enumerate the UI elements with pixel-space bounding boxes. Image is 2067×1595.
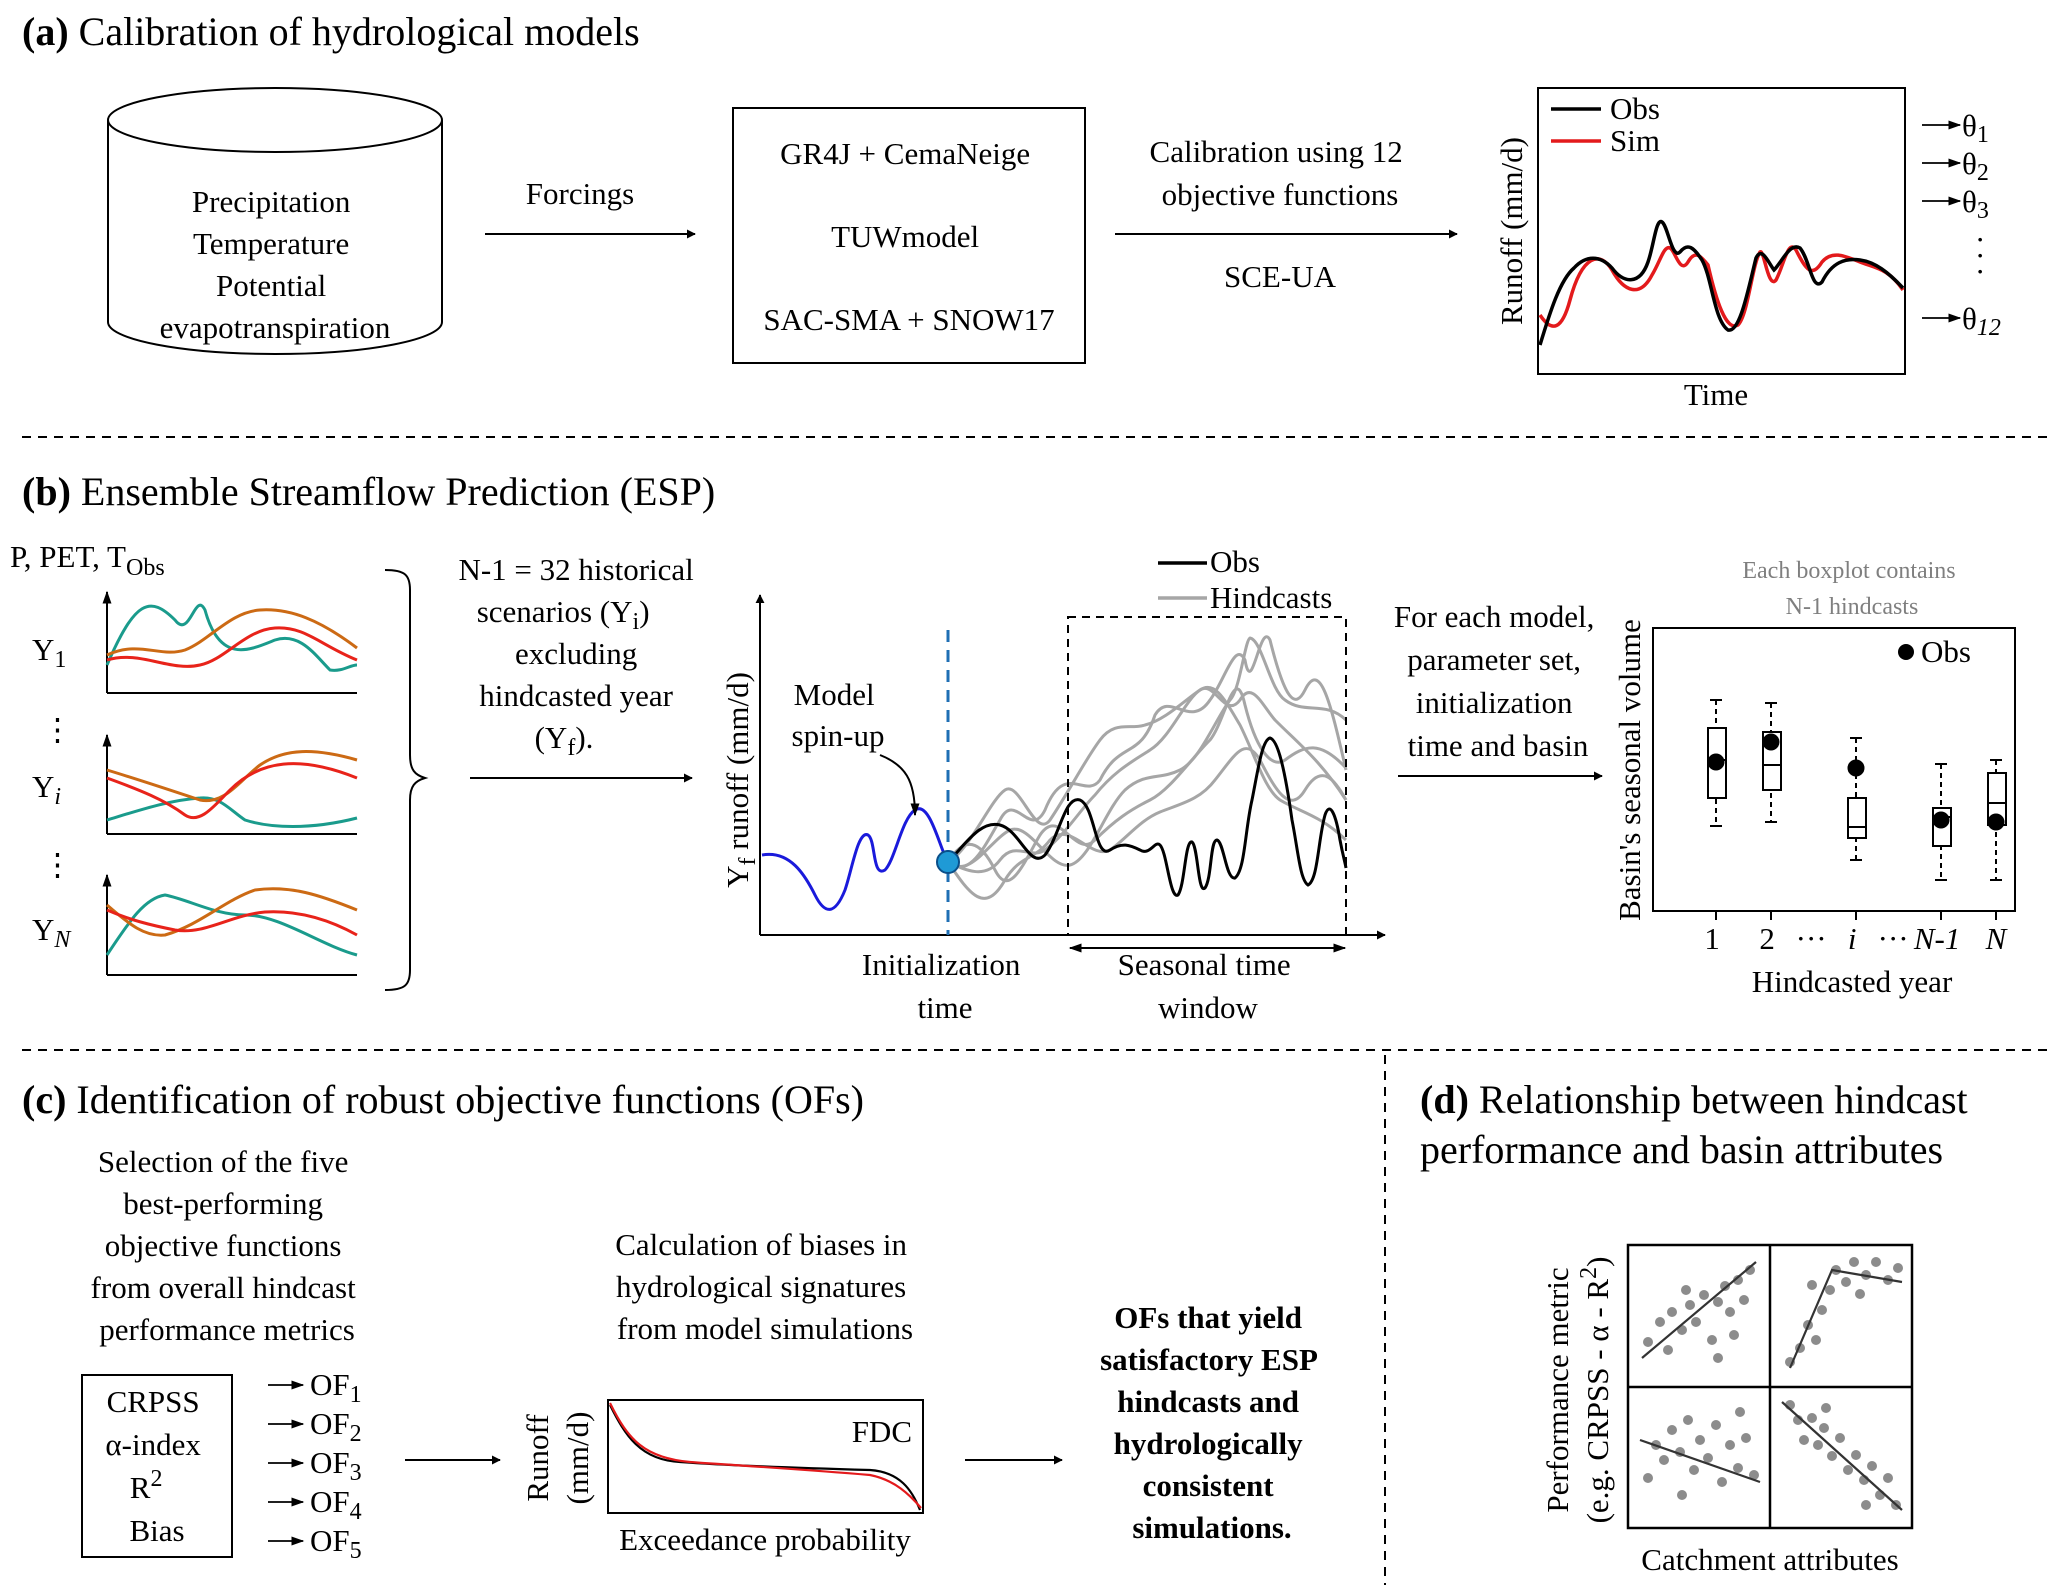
svg-text:θ12: θ12 — [1962, 301, 2001, 341]
metrics-list: CRPSS α-index R2 Bias — [105, 1384, 208, 1548]
legend-sim-label: Sim — [1610, 123, 1660, 158]
parameter-sets: θ1 θ2 θ3 θ12 · · · — [1922, 108, 2001, 341]
svg-text:θ1: θ1 — [1962, 108, 1989, 148]
scenario-description: N-1 = 32 historical scenarios (Yi) exclu… — [458, 552, 701, 761]
boxplot-frame — [1652, 627, 2016, 912]
trend-lines — [1639, 1261, 1903, 1511]
boxplot-x-axis-label: Hindcasted year — [1752, 964, 1953, 999]
spinup-pointer — [879, 754, 920, 817]
boxplot-y-axis-label: Basin's seasonal volume — [1612, 619, 1647, 921]
scatter-y-label-2: (e.g. CRPSS - α - R2) — [1576, 1257, 1615, 1524]
model-list: GR4J + CemaNeige TUWmodel SAC-SMA + SNOW… — [763, 136, 1054, 337]
svg-text:(d) Relationship between hindc: (d) Relationship between hindcast — [1420, 1077, 1968, 1122]
of-list: OF1 OF2 OF3 OF4 OF5 — [268, 1367, 362, 1564]
panel-b-letter: (b) — [22, 469, 71, 514]
vertical-dots-1: ⋮ — [42, 712, 73, 747]
obs-series-line — [1538, 220, 1905, 346]
panel-c: (c) Identification of robust objective f… — [22, 1077, 1324, 1564]
panel-d-letter: (d) — [1420, 1077, 1469, 1122]
svg-text:(a) Calibration of hydrologica: (a) Calibration of hydrological models — [22, 9, 640, 54]
scatter-x-label: Catchment attributes — [1641, 1542, 1898, 1577]
fdc-sim-curve — [609, 1402, 922, 1509]
spinup-label: Model spin-up — [792, 677, 885, 753]
for-each-label: For each model, parameter set, initializ… — [1394, 599, 1602, 763]
fdc-x-label: Exceedance probability — [619, 1522, 911, 1557]
svg-text:OF3: OF3 — [310, 1445, 362, 1486]
forcing-database-icon — [107, 87, 443, 355]
panel-d: (d) Relationship between hindcast perfor… — [1420, 1077, 1968, 1577]
panel-c-title: Identification of robust objective funct… — [76, 1077, 864, 1122]
fdc-y-label-2: (mm/d) — [560, 1412, 595, 1505]
models-box — [732, 107, 1086, 364]
svg-text:(b) Ensemble Streamflow Predic: (b) Ensemble Streamflow Prediction (ESP) — [22, 469, 715, 514]
svg-text:OF4: OF4 — [310, 1484, 362, 1525]
year-label-N: YN — [32, 912, 72, 953]
scenario-brace — [384, 569, 429, 991]
runoff-axis-label: Runoff (mm/d) — [1494, 137, 1529, 325]
selection-description: Selection of the five best-performing ob… — [91, 1144, 364, 1347]
fdc-y-label-1: Runoff — [520, 1414, 555, 1502]
svg-text:OF2: OF2 — [310, 1406, 362, 1447]
panel-d-title-2: performance and basin attributes — [1420, 1127, 1943, 1172]
biases-description: Calculation of biases in hydrological si… — [615, 1227, 915, 1346]
forcings-label: Forcings — [526, 176, 635, 211]
scenario-plot-N — [102, 873, 358, 976]
seasonal-window-box — [1067, 616, 1347, 936]
boxplot-legend-obs-label: Obs — [1921, 634, 1971, 669]
year-label-1: Y1 — [32, 632, 66, 673]
legend-obs-label: Obs — [1610, 91, 1660, 126]
forcing-variables: Precipitation Temperature Potential evap… — [160, 184, 391, 345]
fdc-label: FDC — [852, 1414, 912, 1449]
year-label-i: Yi — [32, 769, 61, 810]
initialization-time-label: Initialization time — [862, 947, 1028, 1025]
legend-hindcasts-label: Hindcasts — [1210, 580, 1332, 615]
svg-text:·: · — [1975, 222, 1985, 257]
panel-c-letter: (c) — [22, 1077, 66, 1122]
svg-text:·: · — [1975, 254, 1985, 289]
panel-b: (b) Ensemble Streamflow Prediction (ESP)… — [10, 469, 2016, 1025]
svg-text:OF1: OF1 — [310, 1367, 362, 1408]
panel-a-letter: (a) — [22, 9, 69, 54]
esp-y-axis-label: Yf runoff (mm/d) — [720, 672, 761, 888]
boxplot-tick-labels: 1 2 ··· i ··· N-1 N — [1704, 921, 2008, 956]
boxplot-note: Each boxplot contains N-1 hindcasts — [1742, 558, 1961, 620]
panel-d-title-1: Relationship between hindcast — [1479, 1077, 1968, 1122]
svg-text:·: · — [1975, 238, 1985, 273]
panel-b-title: Ensemble Streamflow Prediction (ESP) — [81, 469, 715, 514]
metrics-box — [81, 1374, 233, 1558]
scenario-plot-i — [102, 733, 358, 835]
panel-a-title: Calibration of hydrological models — [79, 9, 640, 54]
input-variables: P, PET, TObs — [10, 539, 165, 581]
boxplot-legend-obs-marker — [1898, 644, 1914, 660]
svg-text:(c) Identification of robust o: (c) Identification of robust objective f… — [22, 1077, 864, 1122]
boxplot-x-ticks — [1715, 911, 1997, 920]
scatter-y-label-1: Performance metric — [1540, 1267, 1575, 1512]
result-description: OFs that yield satisfactory ESP hindcast… — [1100, 1300, 1324, 1545]
esp-obs-series-line — [946, 736, 1348, 897]
calibration-label: Calibration using 12 objective functions — [1150, 134, 1411, 212]
legend-obs-label-b: Obs — [1210, 544, 1260, 579]
hindcast-series-lines — [946, 635, 1348, 900]
scenario-plot-1 — [102, 590, 358, 694]
svg-text:θ2: θ2 — [1962, 146, 1989, 186]
svg-text:θ3: θ3 — [1962, 184, 1989, 224]
boxplots — [1707, 699, 2007, 881]
spinup-series-line — [761, 807, 950, 911]
initialization-point — [936, 850, 960, 874]
svg-text:OF5: OF5 — [310, 1523, 362, 1564]
seasonal-window-label: Seasonal time window — [1118, 947, 1299, 1025]
time-axis-label: Time — [1684, 377, 1748, 412]
panel-a: (a) Calibration of hydrological models P… — [22, 9, 2001, 412]
algorithm-label: SCE-UA — [1224, 259, 1337, 294]
hydrograph-frame — [1537, 87, 1906, 375]
vertical-dots-2: ⋮ — [42, 847, 73, 882]
